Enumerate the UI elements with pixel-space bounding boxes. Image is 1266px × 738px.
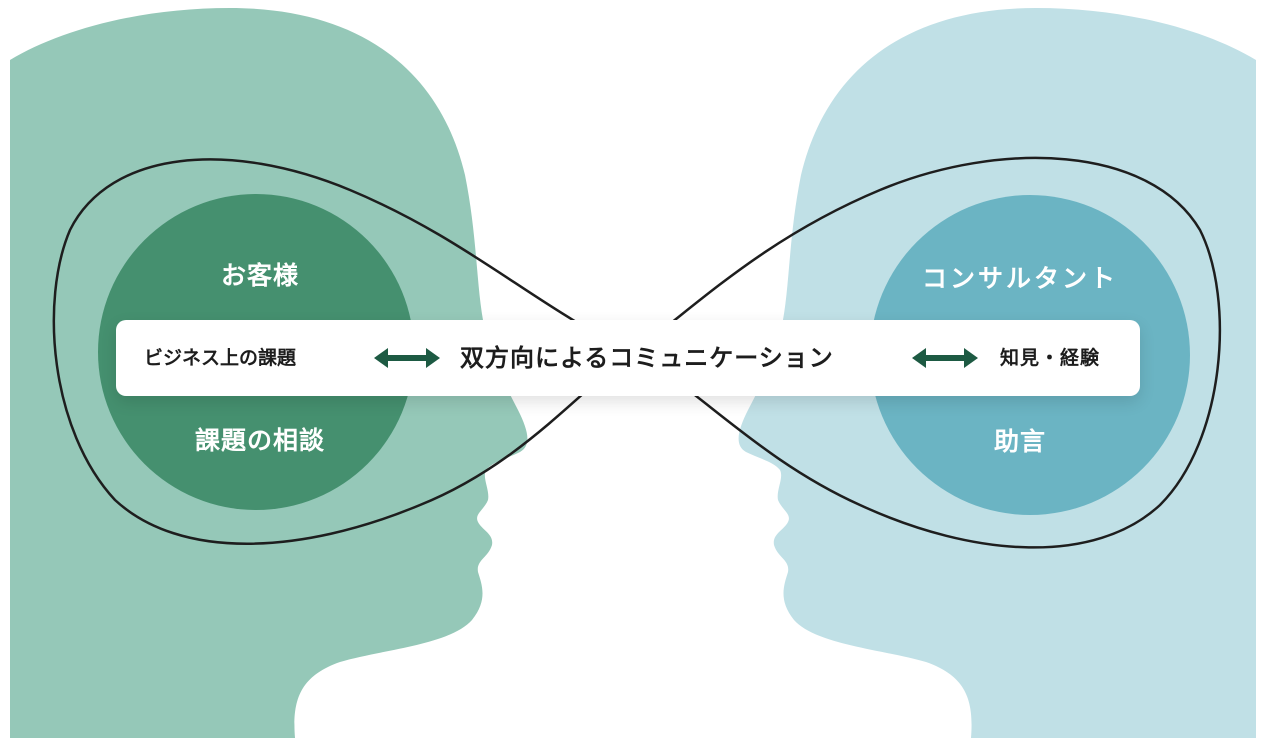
customer-title: お客様 bbox=[220, 261, 299, 290]
business-issue-label: ビジネス上の課題 bbox=[144, 347, 297, 369]
consultant-subtitle: 助言 bbox=[993, 427, 1046, 456]
two-way-communication-label: 双方向によるコミュニケーション bbox=[460, 344, 834, 372]
communication-banner: ビジネス上の課題 双方向によるコミュニケーション 知見・経験 bbox=[116, 320, 1140, 396]
knowledge-experience-label: 知見・経験 bbox=[1000, 347, 1101, 369]
left-right-arrow-icon bbox=[912, 348, 978, 368]
customer-subtitle: 課題の相談 bbox=[194, 426, 325, 455]
consultant-title: コンサルタント bbox=[921, 264, 1118, 293]
left-right-arrow-icon bbox=[374, 348, 440, 368]
